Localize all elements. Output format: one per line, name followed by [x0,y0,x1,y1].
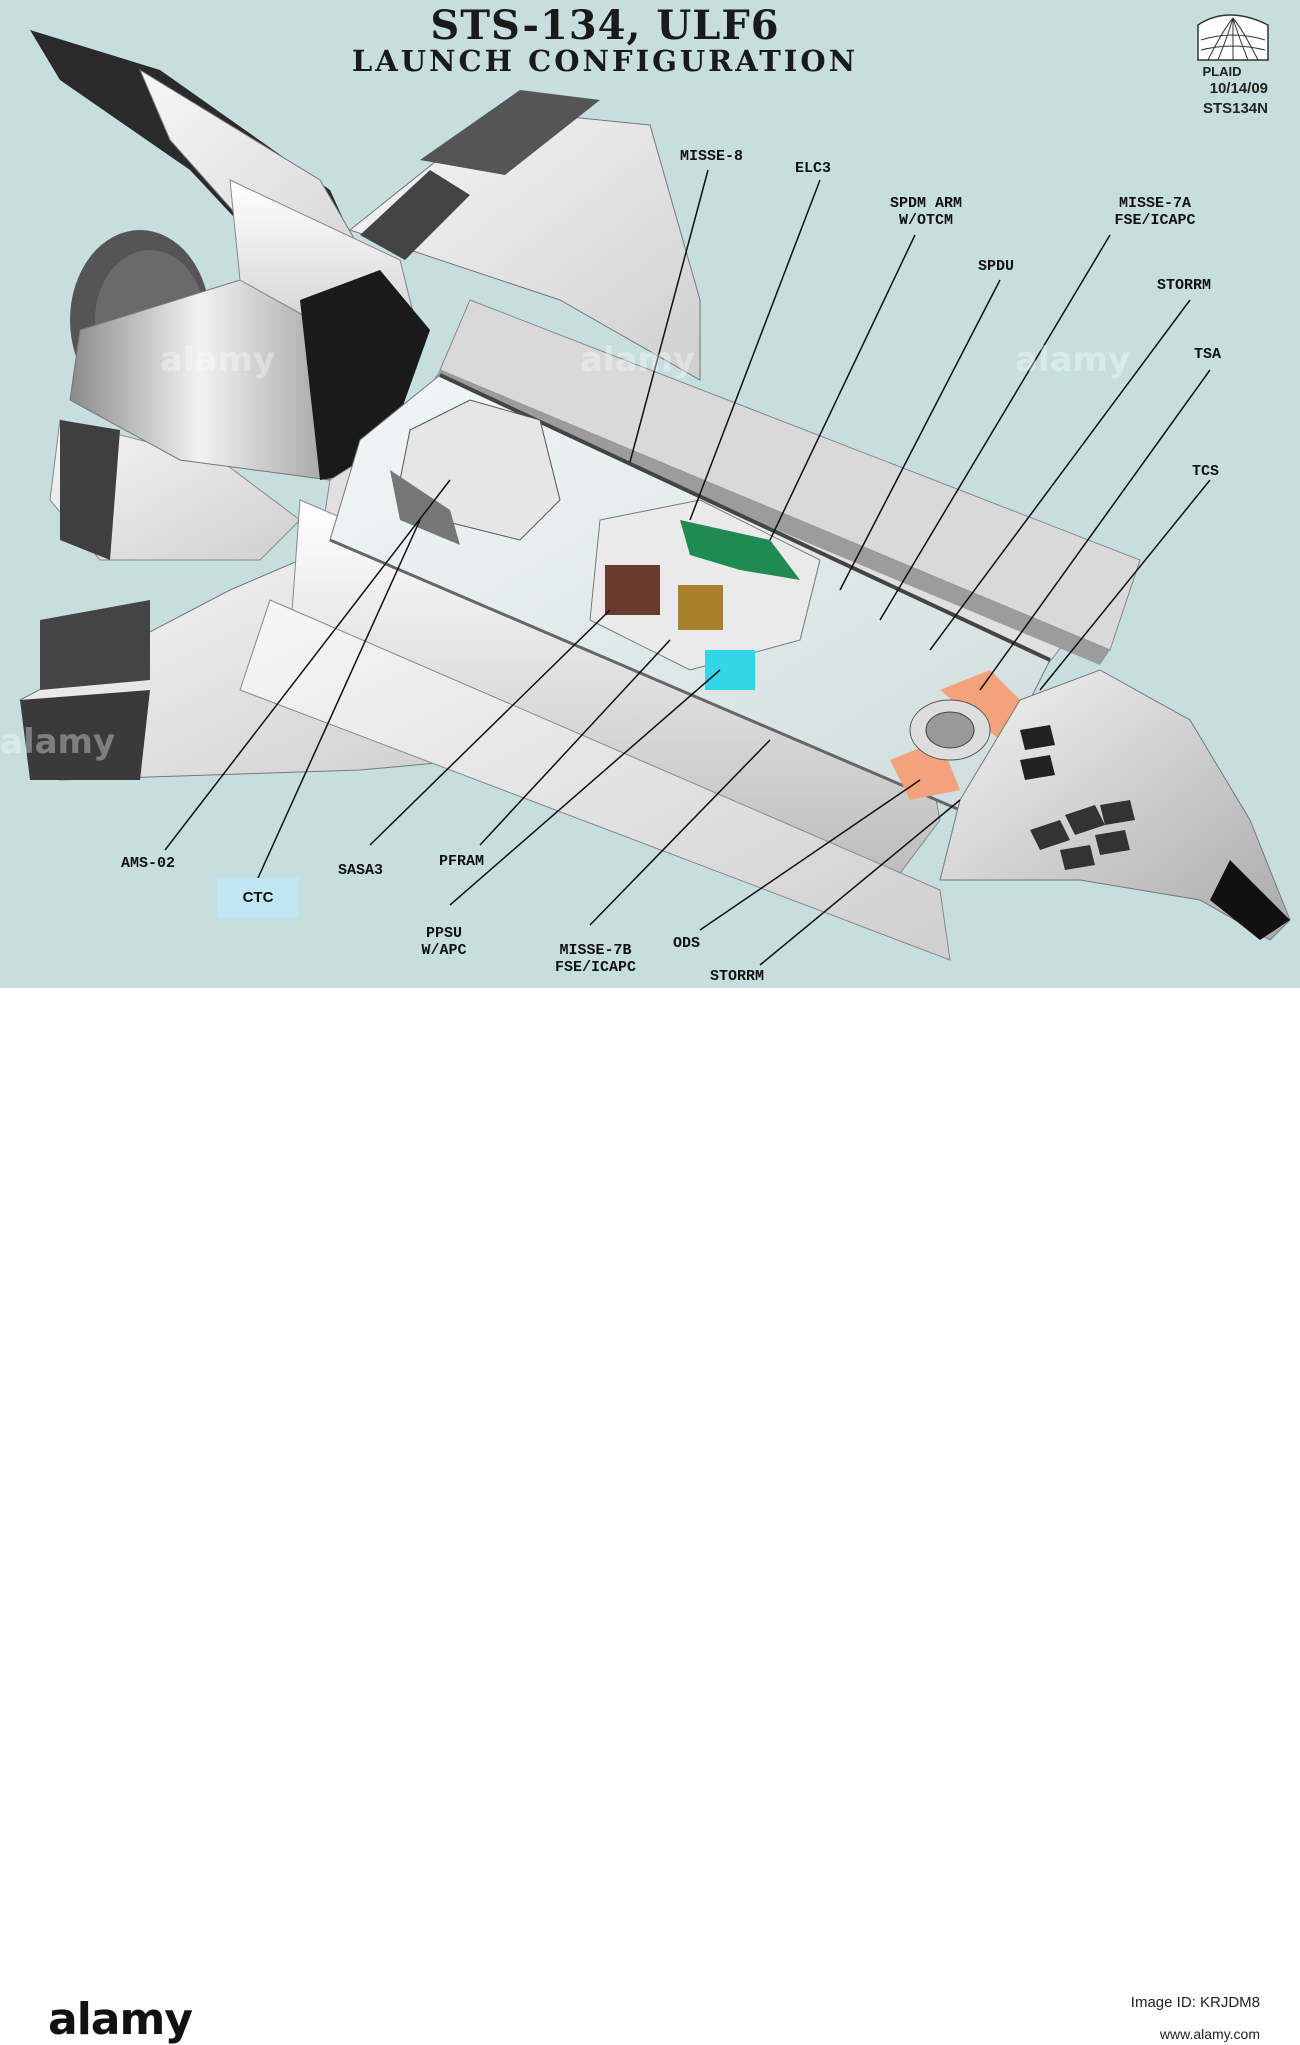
alamy-logo: alamy [48,1994,193,2045]
leader-ams02 [164,479,451,851]
leader-storrm-top [929,299,1191,651]
label-tsa: TSA [1194,346,1222,363]
leader-lines [164,169,1211,966]
label-misse7a-line1: MISSE-7A [1118,195,1191,212]
leader-misse7a [879,234,1111,621]
watermark: alamy [1015,340,1131,380]
ams02-payload [390,399,561,545]
label-ods: ODS [673,935,701,952]
watermark: alamy [580,340,696,380]
engines [69,179,430,481]
label-misse7b: MISSE-7B FSE/ICAPC [538,942,653,976]
leader-sasa3 [369,609,611,846]
green-cluster [680,520,800,580]
watermark: alamy [160,340,276,380]
lower-bay-door [239,599,951,961]
date-stamp: 10/14/09 [1209,80,1268,97]
label-misse7a-line2: FSE/ICAPC [1114,212,1196,229]
leader-misse7b [589,739,771,926]
label-ppsu: PPSU W/APC [404,925,484,959]
aft-fin [49,419,301,561]
shuttle-illustration [19,14,1291,966]
label-ppsu-line2: W/APC [421,942,467,959]
diagram-title: STS-134, ULF6 [430,2,780,49]
diagram-subtitle: LAUNCH CONFIGURATION [351,44,859,78]
upper-bay-door [430,299,1141,665]
image-id: Image ID: KRJDM8 [1130,1994,1260,2011]
leader-ods [699,779,921,931]
label-tcs: TCS [1192,463,1220,480]
diagram-canvas: STS-134, ULF6 LAUNCH CONFIGURATION PLAID… [0,0,1300,988]
ctc-highlight-box [217,878,299,918]
plaid-logo-icon [1197,14,1269,61]
label-misse8: MISSE-8 [680,148,744,165]
leader-tsa [979,369,1211,691]
label-ams02: AMS-02 [121,855,176,872]
leader-tcs [1039,479,1211,691]
pfram-box [678,585,723,630]
label-misse7b-line1: MISSE-7B [559,942,632,959]
label-spdm-arm-line1: SPDM ARM [889,195,962,212]
label-misse7a: MISSE-7A FSE/ICAPC [1100,195,1210,229]
sasa3-box [605,565,660,615]
label-spdu: SPDU [978,258,1015,275]
leader-spdm [769,234,916,541]
logo-text: PLAID [1202,64,1242,79]
ods-payload [890,670,1020,800]
document-id: STS134N [1202,100,1268,117]
leader-storrm-bottom [759,799,961,966]
label-elc3: ELC3 [795,160,832,177]
label-storrm-bottom: STORRM [710,968,765,985]
elc3-payload [589,499,821,690]
leader-ppsu [449,669,721,906]
label-ppsu-line1: PPSU [425,925,462,942]
leader-pfram [479,639,671,846]
tsa-plate [940,670,1020,740]
site-url: www.alamy.com [1159,2026,1260,2042]
watermark: alamy [0,722,116,762]
leader-elc3 [689,179,821,521]
upper-wing [348,90,701,381]
leader-spdu [839,279,1001,591]
label-pfram: PFRAM [439,853,485,870]
label-spdm-arm: SPDM ARM W/OTCM [866,195,986,229]
label-sasa3: SASA3 [338,862,384,879]
label-misse7b-line2: FSE/ICAPC [554,959,636,976]
stock-footer: alamy Image ID: KRJDM8 www.alamy.com [0,988,1300,2045]
crew-cabin [939,669,1291,941]
ppsu-box [705,650,755,690]
leader-ctc [257,519,421,879]
leader-misse8 [629,169,709,463]
label-ctc: CTC [242,889,274,906]
label-spdm-arm-line2: W/OTCM [898,212,953,229]
label-storrm-top: STORRM [1157,277,1212,294]
